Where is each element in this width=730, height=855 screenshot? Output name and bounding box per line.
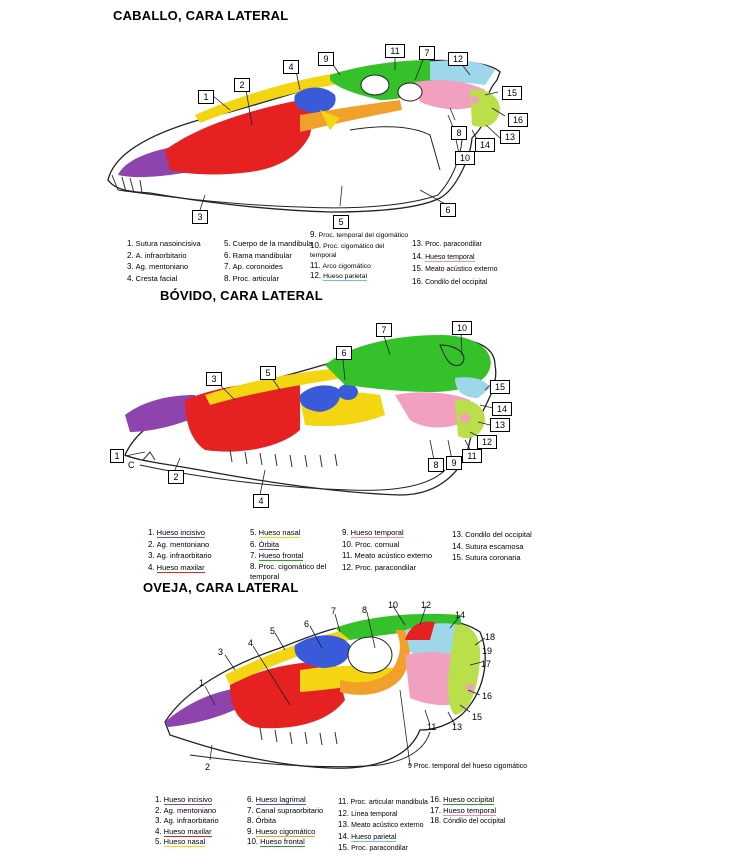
oveja-label-2: 2 (205, 762, 211, 772)
caballo-nasal-region (195, 72, 350, 123)
caballo-tag-2: 2 (234, 78, 250, 92)
bovido-tag-3: 3 (206, 372, 222, 386)
caballo-tag-5: 5 (333, 215, 349, 229)
bovido-tag-14: 14 (492, 402, 512, 416)
oveja-label-18: 18 (485, 632, 496, 642)
oveja-title: OVEJA, CARA LATERAL (143, 580, 299, 595)
bovido-legend-col-2: 5.Hueso nasal 6.Órbita 7.Hueso frontal 8… (250, 528, 327, 581)
oveja-legend-col-4: 16.Hueso occipital 17.Hueso temporal 18.… (430, 795, 506, 825)
caballo-tag-3: 3 (192, 210, 208, 224)
caballo-cigomatico-region (300, 100, 402, 132)
caballo-maxilar-region (165, 100, 315, 175)
oveja-frontal-region (335, 613, 462, 640)
bovido-tag-1: 1 (110, 449, 124, 463)
bovido-letter-c: C (128, 460, 135, 470)
oveja-label-3: 3 (218, 647, 224, 657)
oveja-label-10: 10 (388, 600, 399, 610)
oveja-incisivo-region (165, 688, 245, 727)
oveja-legend-col-1: 1.Hueso incisivo 2.Ag. mentoniano 3.Ag. … (155, 795, 219, 847)
bovido-temporal-region (395, 392, 470, 428)
oveja-label-4: 4 (248, 638, 254, 648)
caballo-tag-10: 10 (455, 151, 475, 165)
caballo-temporal-region (415, 80, 485, 110)
bovido-parietal-region (455, 377, 490, 398)
bovido-tag-2: 2 (168, 470, 184, 484)
oveja-legend-col-3: 11.Proc. articular mandibula 12.Linea te… (338, 797, 428, 852)
caballo-tag-4: 4 (283, 60, 299, 74)
caballo-legend-col-4: 13.Proc. paracondilar 14.Hueso temporal … (412, 239, 498, 286)
caballo-legend-col-2: 5.Cuerpo de la mandibula 6.Rama mandibul… (224, 239, 313, 283)
bovido-tag-13: 13 (490, 418, 510, 432)
oveja-label-13: 13 (452, 722, 463, 732)
caballo-tag-13: 13 (500, 130, 520, 144)
caballo-title: CABALLO, CARA LATERAL (113, 8, 289, 23)
oveja-label-17: 17 (481, 659, 492, 669)
oveja-label-12: 12 (421, 600, 432, 610)
bovido-tag-12: 12 (477, 435, 497, 449)
bovido-occipital-region (455, 399, 485, 439)
caballo-legend-col-1: 1.Sutura nasoincisiva 2.A. infraorbitari… (127, 239, 201, 283)
bovido-tag-7: 7 (376, 323, 392, 337)
oveja-cigomatico-region (340, 630, 410, 695)
bovido-title: BÓVIDO, CARA LATERAL (160, 288, 323, 303)
oveja-note-label: 9 Proc. temporal del hueso cigomático (408, 763, 528, 770)
bovido-tag-5: 5 (260, 366, 276, 380)
bovido-tag-4: 4 (253, 494, 269, 508)
caballo-tag-12: 12 (448, 52, 468, 66)
bovido-tag-10: 10 (452, 321, 472, 335)
bovido-tag-9: 9 (446, 456, 462, 470)
caballo-tag-16: 16 (508, 113, 528, 127)
oveja-label-1: 1 (199, 678, 205, 688)
bovido-legend-col-1: 1.Hueso incisivo 2.Ag. mentoniano 3.Ag. … (148, 528, 212, 573)
caballo-tag-14: 14 (475, 138, 495, 152)
bovido-legend-col-3: 9.Hueso temporal 10.Proc. cornual 11.Mea… (342, 528, 433, 572)
caballo-parietal-region (430, 60, 495, 85)
caballo-tag-1: 1 (198, 90, 214, 104)
oveja-legend-col-2: 6.Hueso lagrimal 7.Canal supraorbitario … (247, 795, 324, 847)
bovido-tag-6: 6 (336, 346, 352, 360)
bovido-tag-11: 11 (462, 449, 482, 463)
oveja-lagrimal-region (294, 635, 351, 668)
caballo-tag-6: 6 (440, 203, 456, 217)
bovido-tag-8: 8 (428, 458, 444, 472)
oveja-label-8: 8 (362, 605, 368, 615)
bovido-legend-col-4: 13.Condilo del occipital 14.Sutura escam… (452, 530, 532, 562)
caballo-tag-7: 7 (419, 46, 435, 60)
oveja-label-15: 15 (472, 712, 483, 722)
oveja-label-6: 6 (304, 619, 310, 629)
oveja-label-7: 7 (331, 606, 337, 616)
bovido-tag-15: 15 (490, 380, 510, 394)
caballo-tag-8: 8 (451, 126, 467, 140)
oveja-label-19: 19 (482, 646, 493, 656)
bovido-frontal-region (325, 335, 491, 392)
bovido-lagrimal-region (299, 385, 341, 412)
oveja-label-16: 16 (482, 691, 493, 701)
oveja-label-14: 14 (455, 610, 466, 620)
bovido-nasal-region (205, 368, 343, 405)
oveja-occipital-region (447, 624, 481, 715)
caballo-tag-9: 9 (318, 52, 334, 66)
bovido-incisivo-region (125, 395, 200, 432)
caballo-legend-col-3: 9.Proc. temporal del cigomático 10.Proc.… (310, 230, 409, 281)
oveja-label-5: 5 (270, 626, 276, 636)
caballo-tag-11: 11 (385, 44, 405, 58)
caballo-lagrimal-region (294, 87, 336, 113)
caballo-tag-15: 15 (502, 86, 522, 100)
oveja-label-11: 11 (427, 722, 437, 732)
